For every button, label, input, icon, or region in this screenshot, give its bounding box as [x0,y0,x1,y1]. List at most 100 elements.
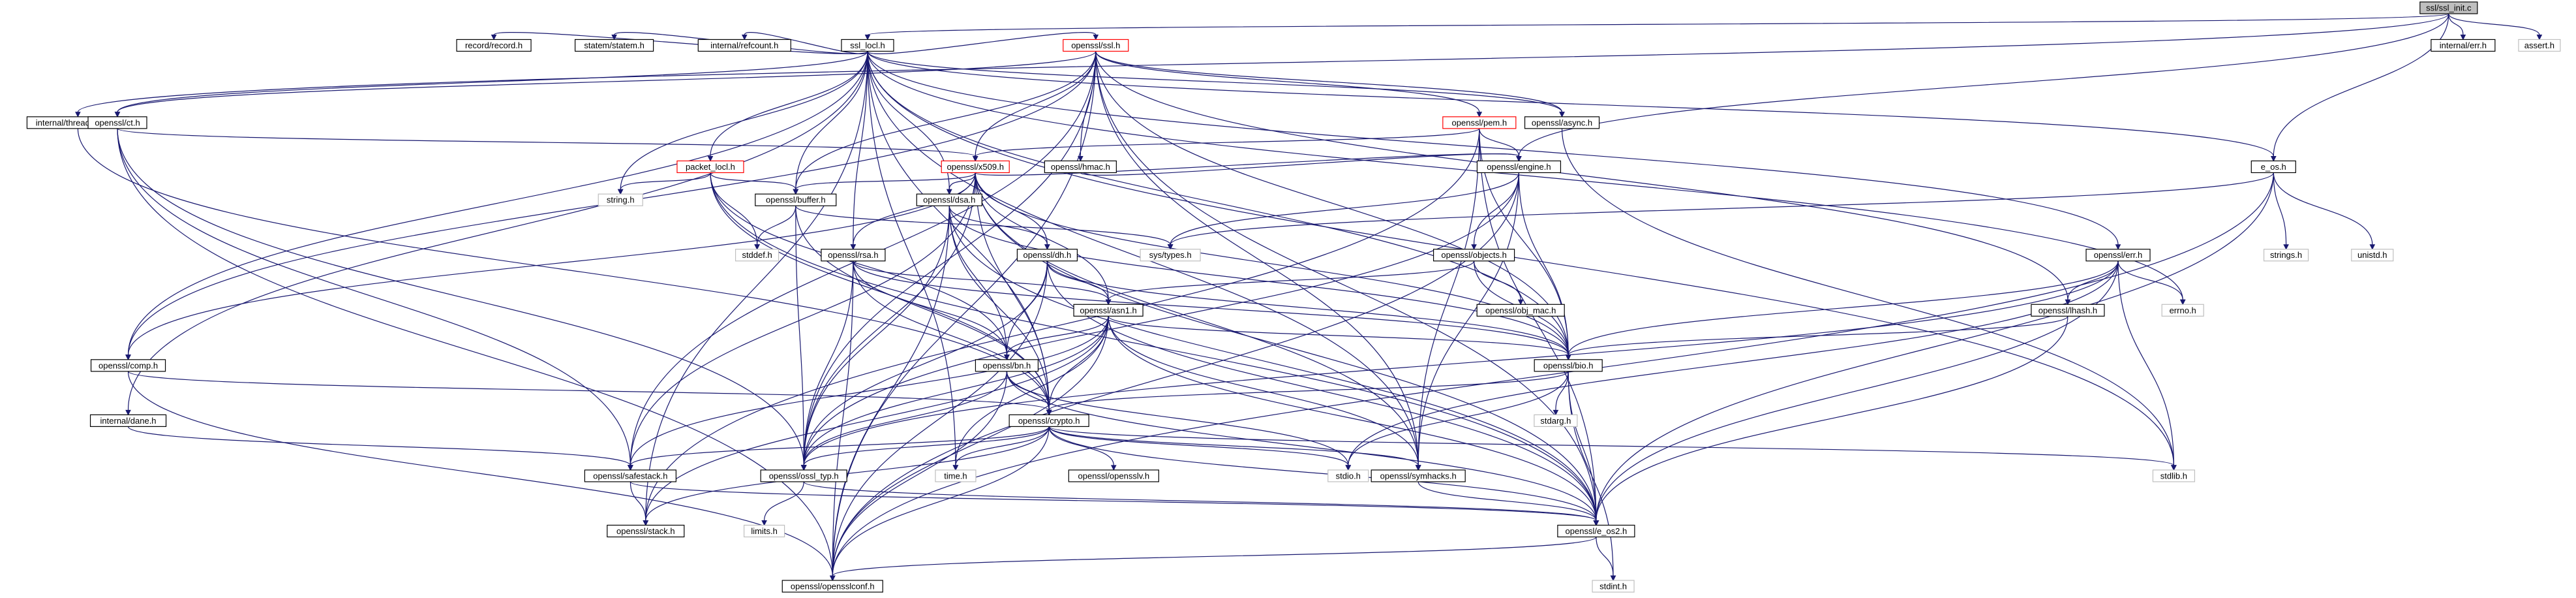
node-stack[interactable]: openssl/stack.h [607,524,685,538]
edge-ssl_locl-to-errno [867,51,2186,306]
edge-arrowhead [800,465,807,471]
edge-arrowhead [1516,156,1522,162]
node-openssl_ssl[interactable]: openssl/ssl.h [1063,39,1129,52]
node-label: internal/err.h [2440,40,2487,50]
edge-line [1046,260,1109,300]
node-openssl_hmac[interactable]: openssl/hmac.h [1044,160,1117,174]
edge-openssl_x509-to-openssl_rsa [850,172,976,250]
node-string: string.h [598,193,643,206]
node-stdlib: stdlib.h [2152,469,2196,482]
edge-arrowhead [1345,465,1352,471]
node-e_os[interactable]: e_os.h [2250,160,2296,174]
node-openssl_buffer[interactable]: openssl/buffer.h [755,193,837,206]
node-label: limits.h [751,526,777,536]
node-stdarg: stdarg.h [1534,414,1578,427]
edge-line [832,260,854,576]
node-box [935,469,977,482]
node-label: sys/types.h [1149,250,1192,260]
edge-ssl_init-to-thread_once [75,13,2449,118]
node-openssl_err[interactable]: openssl/err.h [2085,249,2151,262]
node-box [1371,469,1466,482]
node-openssl_pem[interactable]: openssl/pem.h [1442,116,1517,129]
edge-line [629,481,1597,522]
node-opensslconf[interactable]: openssl/opensslconf.h [781,580,883,593]
edge-arrowhead [1415,465,1421,471]
edge-openssl_objects-to-openssl_asn1 [1105,260,1475,306]
node-safestack[interactable]: openssl/safestack.h [584,469,676,482]
node-openssl_objects[interactable]: openssl/objects.h [1432,249,1515,262]
edge-line [948,206,1597,521]
node-openssl_async[interactable]: openssl/async.h [1524,116,1600,129]
edge-openssl_ssl-to-e_os2 [1095,51,1599,526]
edge-openssl_crypto-to-stdio [1048,426,1352,471]
node-box [781,580,883,593]
edge-line [117,128,804,465]
node-label: record/record.h [465,40,523,50]
node-limits: limits.h [743,524,785,538]
node-ssl_locl[interactable]: ssl_locl.h [841,39,894,52]
edge-line [867,51,2119,245]
edge-openssl_err-to-errno [2117,260,2186,306]
edge-e_os2-to-opensslconf [829,536,1597,582]
edge-line [1417,481,1597,521]
edge-line [1095,51,2068,300]
node-box [90,359,166,372]
edge-arrowhead [1167,244,1174,250]
node-box [1534,359,1603,372]
node-e_os2[interactable]: openssl/e_os2.h [1557,524,1635,538]
edge-openssl_ct-to-opensslconf [117,128,836,582]
node-statem[interactable]: statem/statem.h [575,39,654,52]
node-openssl_x509[interactable]: openssl/x509.h [941,160,1010,174]
node-openssl_asn1[interactable]: openssl/asn1.h [1073,304,1144,317]
edge-ssl_init-to-e_os [2270,13,2449,162]
node-openssl_rsa[interactable]: openssl/rsa.h [821,249,886,262]
edge-line [975,51,1097,157]
edge-line [803,481,1597,522]
node-opensslv[interactable]: openssl/opensslv.h [1068,469,1159,482]
node-openssl_comp[interactable]: openssl/comp.h [90,359,166,372]
node-label: openssl/x509.h [947,162,1004,172]
node-label: openssl/stack.h [616,526,675,536]
node-refcount[interactable]: internal/refcount.h [697,39,791,52]
node-stdio: stdio.h [1327,469,1369,482]
node-openssl_bio[interactable]: openssl/bio.h [1534,359,1603,372]
node-internal_dane[interactable]: internal/dane.h [89,414,167,427]
node-openssl_engine[interactable]: openssl/engine.h [1476,160,1562,174]
edge-arrowhead [617,189,624,195]
node-openssl_bn[interactable]: openssl/bn.h [975,359,1039,372]
edge-openssl_rsa-to-opensslconf [829,260,854,582]
node-box [2250,160,2296,174]
edge-arrowhead [2460,35,2466,40]
edge-openssl_crypto-to-safestack [628,426,1050,471]
edge-openssl_dh-to-e_os2 [1046,260,1599,526]
edge-line [867,51,956,465]
edge-arrowhead [1105,299,1112,306]
edge-line [629,172,976,465]
node-packet_locl[interactable]: packet_locl.h [676,160,744,174]
edge-line [1170,172,1519,245]
edge-line [1568,260,2119,355]
edge-openssl_rsa-to-openssl_asn1 [853,260,1112,306]
edge-openssl_bio-to-stdint [1568,371,1616,582]
node-ossl_typ[interactable]: openssl/ossl_typ.h [760,469,847,482]
node-openssl_dh[interactable]: openssl/dh.h [1016,249,1078,262]
edge-line [1048,426,1597,521]
node-internal_err[interactable]: internal/err.h [2431,39,2496,52]
node-obj_mac[interactable]: openssl/obj_mac.h [1476,304,1565,317]
edge-line [1006,371,1597,521]
edge-line [853,260,1569,355]
node-openssl_lhash[interactable]: openssl/lhash.h [2031,304,2105,317]
node-openssl_dsa[interactable]: openssl/dsa.h [916,193,982,206]
node-symhacks[interactable]: openssl/symhacks.h [1371,469,1466,482]
edge-arrowhead [1553,409,1559,416]
edge-line [1048,371,1569,411]
node-label: openssl/asn1.h [1080,306,1136,315]
edge-arrowhead [829,575,836,582]
node-record[interactable]: record/record.h [456,39,532,52]
edge-line [867,13,2449,36]
node-openssl_crypto[interactable]: openssl/crypto.h [1008,414,1089,427]
node-box [1534,414,1578,427]
node-box [676,160,744,174]
node-openssl_ct[interactable]: openssl/ct.h [87,116,147,129]
node-label: strings.h [2270,250,2302,260]
